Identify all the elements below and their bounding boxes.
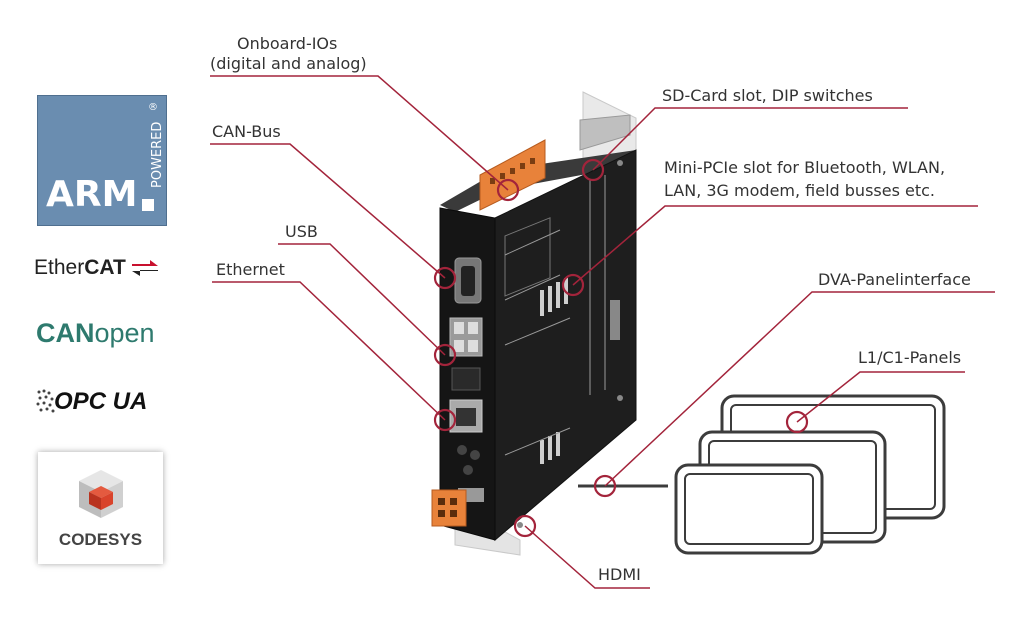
arm-powered-text: POWERED <box>150 121 165 188</box>
canopen-logo: CANopen <box>36 318 155 349</box>
ethercat-prefix: Ether <box>34 256 85 279</box>
hdmi-label: HDMI <box>598 565 641 584</box>
mini-pcie-sublabel: LAN, 3G modem, field busses etc. <box>664 181 936 200</box>
ethernet-label: Ethernet <box>216 260 285 279</box>
codesys-cube-icon <box>79 470 123 518</box>
canopen-light: open <box>94 318 155 348</box>
arm-powered-logo: ARM POWERED ® <box>37 95 167 226</box>
registered-mark: ® <box>148 102 158 113</box>
onboard-ios-label: Onboard-IOs <box>237 34 338 53</box>
callout-markers <box>433 158 809 538</box>
codesys-text: CODESYS <box>58 530 143 549</box>
dva-panel-label: DVA-Panelinterface <box>818 270 971 289</box>
onboard-ios-sublabel: (digital and analog) <box>210 54 367 73</box>
opc-ua-text: OPC UA <box>54 388 148 415</box>
sd-card-label: SD-Card slot, DIP switches <box>662 86 873 105</box>
ethercat-logo: EtherCAT <box>34 256 158 280</box>
opc-ua-dots-icon <box>36 389 55 413</box>
usb-label: USB <box>285 222 318 241</box>
ethercat-arrows-icon <box>131 260 158 277</box>
controller-device <box>431 114 637 542</box>
can-bus-label: CAN-Bus <box>212 122 281 141</box>
arm-logo-text: ARM <box>46 174 138 215</box>
panel-displays <box>674 394 946 555</box>
canopen-bold: CAN <box>36 318 95 348</box>
callout-lines <box>210 75 995 589</box>
opc-ua-logo: OPC UA <box>36 386 176 418</box>
arm-logo-square <box>142 199 154 211</box>
panels-label: L1/C1-Panels <box>858 348 962 367</box>
mini-pcie-label: Mini-PCIe slot for Bluetooth, WLAN, <box>664 158 946 177</box>
ethercat-suffix: CAT <box>84 256 126 279</box>
codesys-logo: CODESYS <box>38 452 163 564</box>
